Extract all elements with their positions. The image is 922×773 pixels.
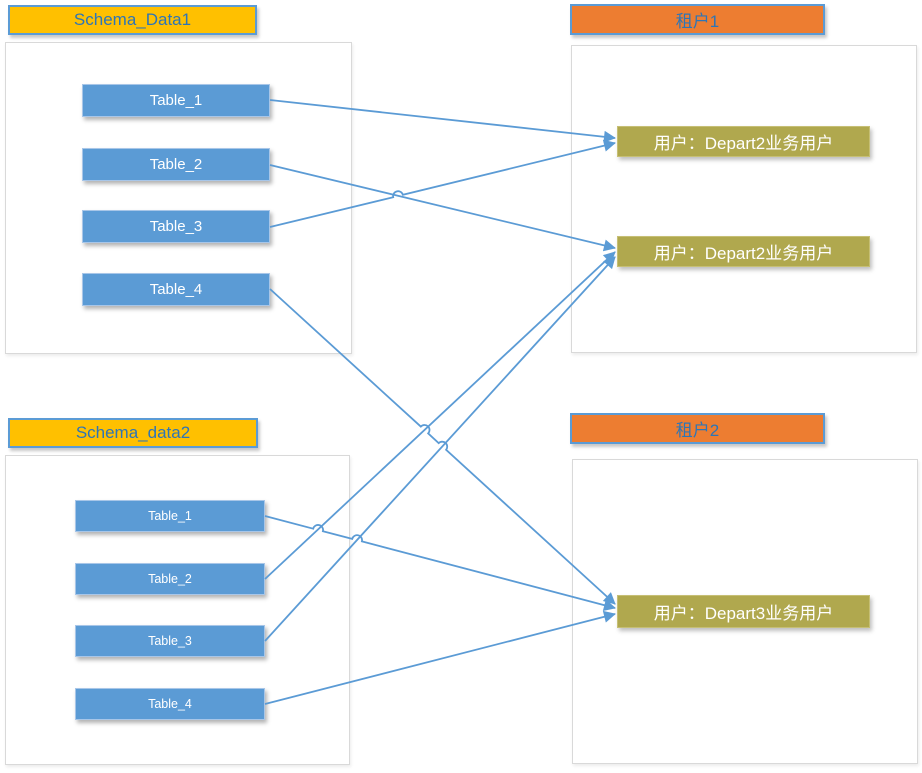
table-node-s2-table3[interactable]: Table_3: [75, 625, 265, 657]
user-node-tenant1-user1[interactable]: 用户：Depart2业务用户: [617, 126, 870, 157]
tenant1-header[interactable]: 租户1: [570, 4, 825, 35]
schema2-header[interactable]: Schema_data2: [8, 418, 258, 448]
table-node-s2-table4[interactable]: Table_4: [75, 688, 265, 720]
tenant1-container: [571, 45, 917, 353]
schema1-header[interactable]: Schema_Data1: [8, 5, 257, 35]
user-node-tenant2-user1[interactable]: 用户：Depart3业务用户: [617, 595, 870, 628]
table-node-s1-table2[interactable]: Table_2: [82, 148, 270, 181]
table-node-s1-table1[interactable]: Table_1: [82, 84, 270, 117]
tenant2-header[interactable]: 租户2: [570, 413, 825, 444]
table-node-s2-table1[interactable]: Table_1: [75, 500, 265, 532]
table-node-s1-table3[interactable]: Table_3: [82, 210, 270, 243]
table-node-s1-table4[interactable]: Table_4: [82, 273, 270, 306]
table-node-s2-table2[interactable]: Table_2: [75, 563, 265, 595]
user-node-tenant1-user2[interactable]: 用户：Depart2业务用户: [617, 236, 870, 267]
